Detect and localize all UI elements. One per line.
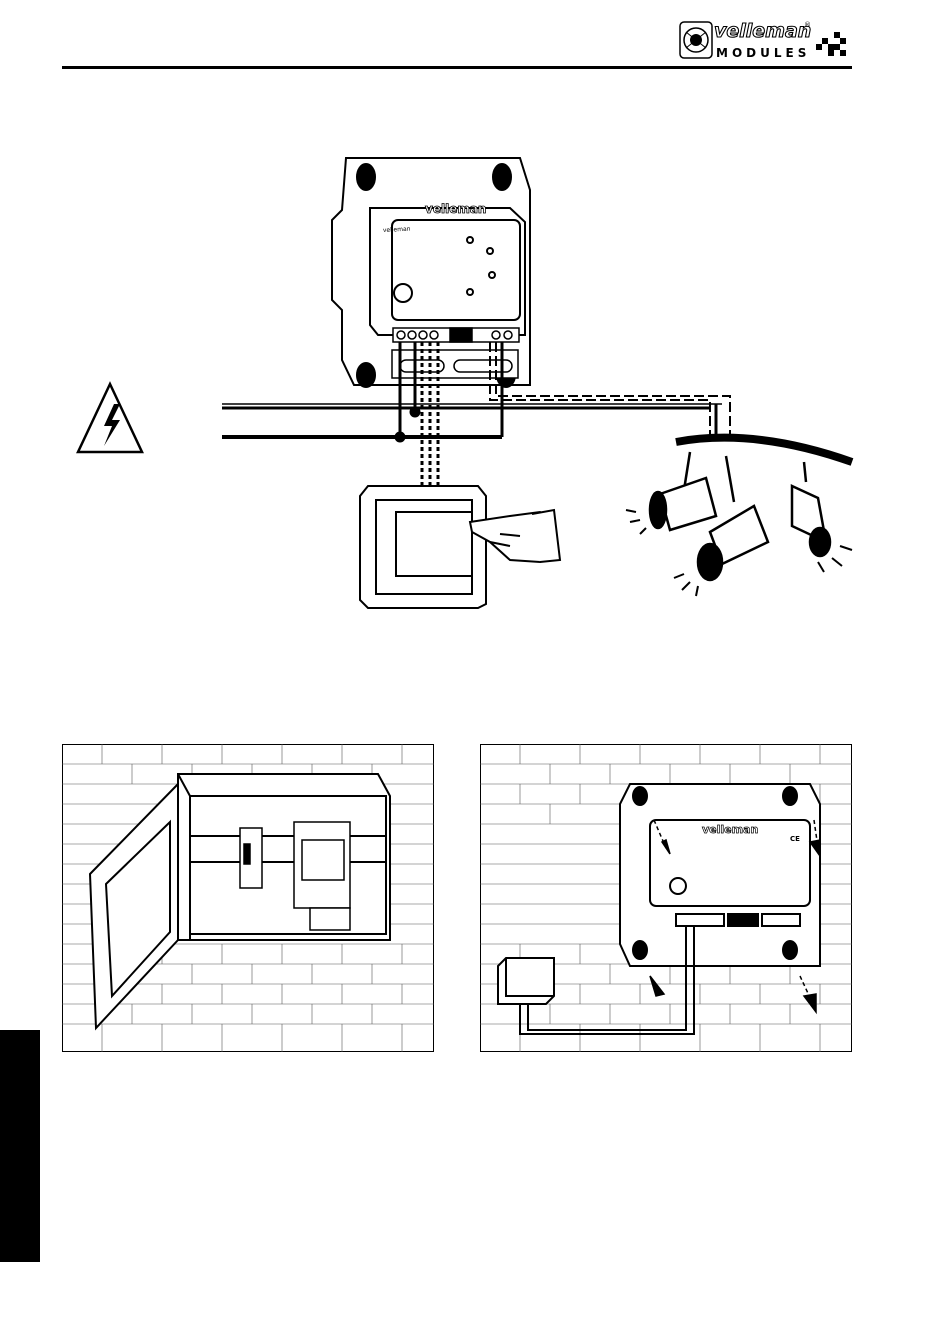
wall-module-brand-label: velleman bbox=[702, 823, 758, 836]
spotlight-icon bbox=[650, 452, 830, 580]
spotlight-fixture bbox=[676, 438, 852, 462]
ce-mark-label: CE bbox=[790, 835, 800, 843]
terminal-block bbox=[392, 328, 519, 378]
wiring-diagram: velleman velleman bbox=[70, 150, 870, 620]
junction-box bbox=[498, 958, 554, 1004]
cabinet-installation-panel bbox=[62, 744, 434, 1052]
logo-checker-icon bbox=[816, 32, 846, 56]
wall-switch bbox=[360, 486, 486, 608]
logo-emblem-icon bbox=[680, 22, 712, 58]
wall-mount-panel: velleman CE bbox=[480, 744, 852, 1052]
cabinet-box bbox=[178, 774, 390, 940]
high-voltage-warning-icon bbox=[78, 384, 142, 452]
breaker bbox=[240, 828, 262, 888]
module-small-label: velleman bbox=[383, 226, 411, 234]
logo-modules-text: MODULES bbox=[716, 46, 810, 60]
logo-registered-mark: ® bbox=[804, 21, 811, 29]
module-brand-label: velleman bbox=[425, 202, 486, 216]
header-rule bbox=[62, 66, 852, 69]
logo-brand-name: velleman bbox=[714, 20, 811, 42]
velleman-modules-logo: velleman ® MODULES bbox=[676, 18, 852, 62]
wall-module bbox=[620, 784, 820, 966]
language-side-tab bbox=[0, 1030, 40, 1262]
